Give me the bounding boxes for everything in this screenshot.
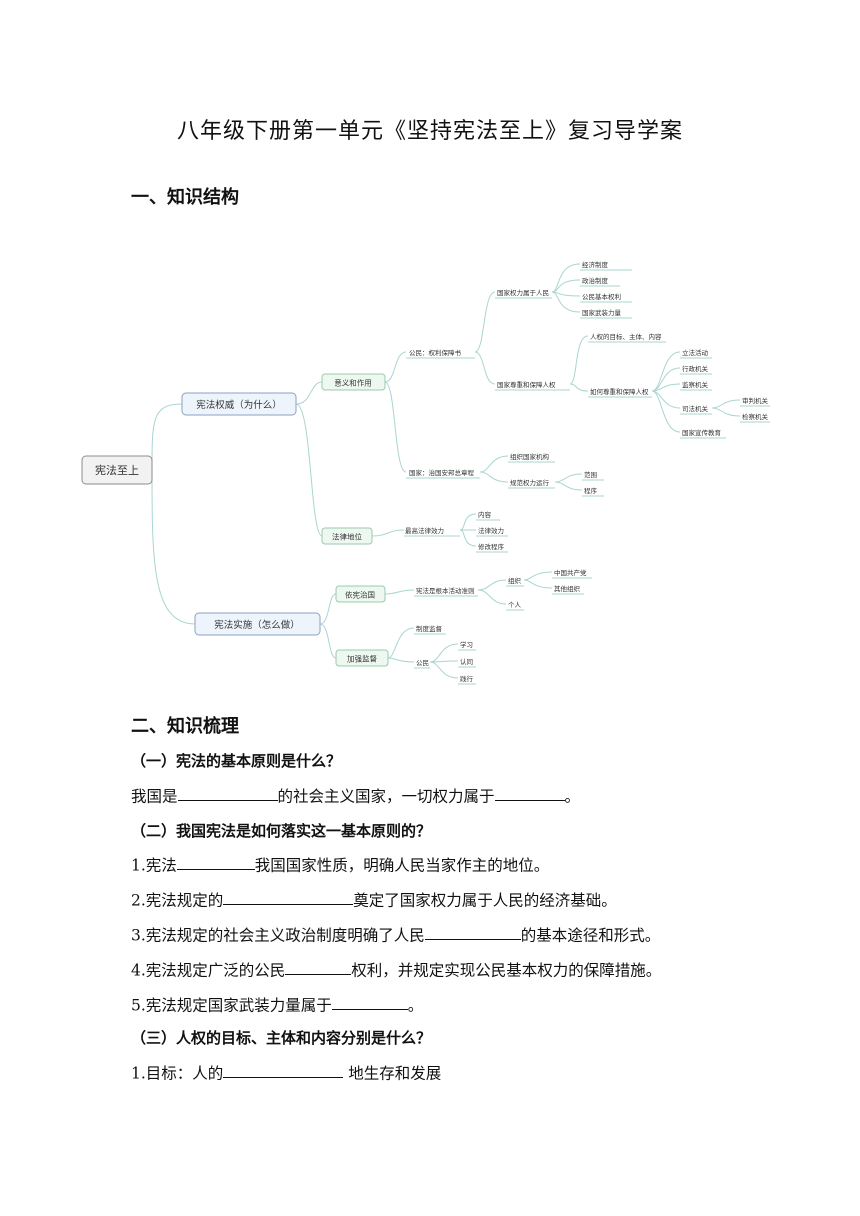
mindmap-leaf: 个人 (508, 601, 522, 609)
blank-field[interactable] (331, 993, 408, 1011)
mindmap-leaf: 公民：权利保障书 (409, 348, 462, 357)
line-text: 3.宪法规定的社会主义政治制度明确了人民 (131, 926, 425, 945)
mindmap-leaf: 国家尊重和保障人权 (497, 380, 556, 389)
mindmap-leaf: 国家宣传教育 (682, 428, 722, 437)
blank-field[interactable] (223, 888, 354, 906)
mindmap-leaf: 行政机关 (682, 364, 709, 373)
question-heading: （一）宪法的基本原则是什么？ (131, 752, 342, 770)
blank-field[interactable] (177, 784, 278, 802)
blank-field[interactable] (223, 1061, 344, 1079)
mindmap-leaf: 修改程序 (478, 542, 505, 551)
mindmap-leaf: 组织国家机构 (510, 452, 550, 461)
question-heading: （三）人权的目标、主体和内容分别是什么？ (131, 1029, 432, 1047)
mindmap-leaf: 其他组织 (554, 584, 581, 593)
line-text: 2.宪法规定的 (131, 891, 224, 910)
mindmap-leaf: 立法活动 (682, 348, 709, 357)
fill-blank-line: 5.宪法规定国家武装力量属于 。 (131, 993, 423, 1015)
line-text: 4.宪法规定广泛的公民 (131, 961, 286, 980)
mindmap-leaf: 司法机关 (682, 404, 709, 413)
blank-field[interactable] (494, 784, 565, 802)
blank-field[interactable] (176, 853, 255, 871)
mindmap-node-box (321, 527, 373, 545)
mindmap-leaf: 程序 (584, 486, 598, 495)
page-title: 八年级下册第一单元《坚持宪法至上》复习导学案 (176, 119, 683, 144)
mindmap-node: 加强监督 (347, 654, 377, 664)
line-text: 。 (564, 787, 581, 806)
mindmap-leaf: 公民 (416, 659, 429, 667)
mindmap-leaf: 审判机关 (742, 396, 769, 405)
mindmap-node-box (335, 585, 386, 603)
mindmap-leaf: 检察机关 (742, 412, 769, 421)
mindmap-node-box (181, 392, 297, 416)
mindmap-root: 宪法至上 (95, 463, 139, 477)
mindmap-leaf: 公民基本权利 (582, 292, 621, 301)
section-heading-structure: 一、知识结构 (131, 187, 239, 208)
mindmap-leaf: 范围 (584, 470, 597, 479)
mindmap-leaf: 宪法是根本活动准则 (416, 586, 475, 595)
line-text: 1.宪法 (131, 856, 177, 875)
mindmap-node-box (335, 649, 389, 667)
line-text: 我国国家性质，明确人民当家作主的地位。 (254, 856, 550, 875)
mindmap-leaf: 如何尊重和保障人权 (590, 387, 649, 396)
mindmap-leaf: 践行 (460, 674, 474, 683)
line-text: 的社会主义国家，一切权力属于 (277, 787, 495, 806)
mindmap-leaf: 最高法律效力 (405, 526, 444, 535)
blank-field[interactable] (424, 923, 521, 941)
mindmap-leaf: 监察机关 (682, 380, 709, 389)
mindmap-root-box (81, 455, 153, 485)
line-text: 5.宪法规定国家武装力量属于 (131, 996, 332, 1015)
mindmap-leaf: 人权的目标、主体、内容 (590, 332, 662, 341)
line-text: 奠定了国家权力属于人民的经济基础。 (353, 891, 617, 910)
mindmap-leaf: 政治制度 (582, 276, 609, 285)
section-heading-review: 二、知识梳理 (131, 716, 239, 737)
mindmap-leaf: 组织 (508, 576, 522, 585)
line-text: 。 (407, 996, 424, 1015)
blank-field[interactable] (285, 958, 352, 976)
line-text: 的基本途径和形式。 (520, 926, 661, 945)
knowledge-mindmap: 宪法至上 宪法权威（为什么） 宪法实施（怎么做） 意义和作用 法律地位 依宪治国… (81, 260, 770, 685)
mindmap-leaf: 内容 (478, 510, 492, 519)
mindmap-node-box (194, 612, 321, 636)
fill-blank-line: 1.目标：人的 地生存和发展 (131, 1061, 441, 1083)
question-heading: （二）我国宪法是如何落实这一基本原则的？ (131, 822, 432, 840)
mindmap-node-box (321, 373, 386, 391)
mindmap-leaf: 法律效力 (478, 526, 504, 535)
mindmap-leaf: 国家权力属于人民 (497, 288, 549, 297)
mindmap-leaf: 制度监督 (416, 624, 443, 633)
line-text: 地生存和发展 (343, 1064, 442, 1083)
mindmap-leaf: 学习 (460, 640, 473, 649)
mindmap-leaf: 国家：治国安邦总章程 (409, 468, 475, 477)
fill-blank-line: 3.宪法规定的社会主义政治制度明确了人民 的基本途径和形式。 (131, 923, 660, 945)
mindmap-leaf: 经济制度 (582, 260, 609, 269)
mindmap-node: 意义和作用 (334, 378, 372, 388)
mindmap-leaf: 规范权力运行 (510, 478, 550, 487)
fill-blank-line: 我国是 的社会主义国家，一切权力属于 。 (131, 784, 580, 806)
mindmap-node: 依宪治国 (345, 590, 375, 600)
line-text: 我国是 (131, 787, 178, 806)
mindmap-leaf: 认同 (460, 657, 473, 666)
fill-blank-line: 2.宪法规定的 奠定了国家权力属于人民的经济基础。 (131, 888, 617, 910)
fill-blank-line: 4.宪法规定广泛的公民 权利，并规定实现公民基本权力的保障措施。 (131, 958, 661, 980)
mindmap-node: 宪法权威（为什么） (196, 399, 282, 411)
line-text: 权利，并规定实现公民基本权力的保障措施。 (351, 961, 662, 980)
fill-blank-line: 1.宪法 我国国家性质，明确人民当家作主的地位。 (131, 853, 549, 875)
mindmap-leaf: 中国共产党 (554, 568, 587, 577)
line-text: 1.目标：人的 (131, 1064, 224, 1083)
mindmap-node: 宪法实施（怎么做） (214, 619, 300, 631)
mindmap-node: 法律地位 (332, 532, 362, 542)
mindmap-leaf: 国家武装力量 (582, 308, 622, 317)
